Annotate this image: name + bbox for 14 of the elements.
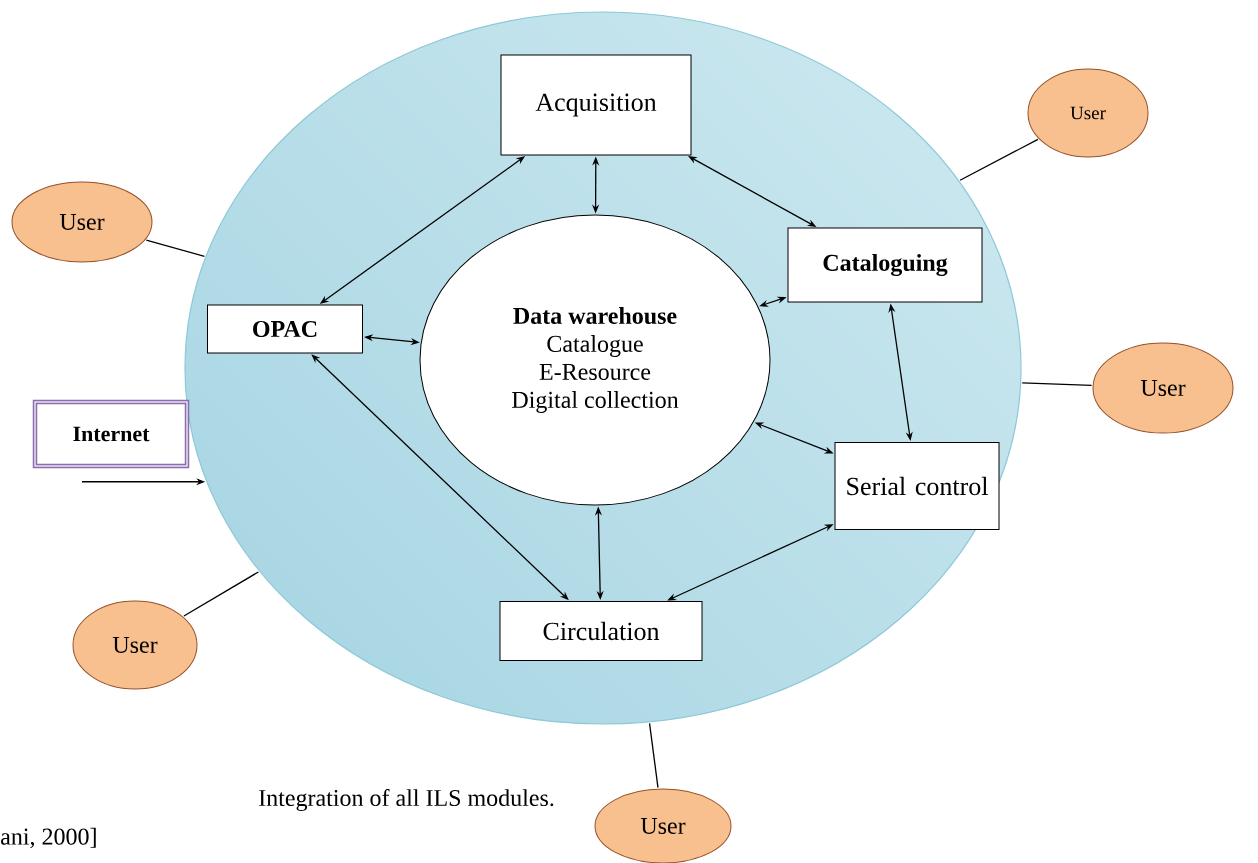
- ring-ellipse: [184, 11, 1022, 725]
- connector-line: [145, 239, 206, 257]
- module-box: Cataloguing: [787, 227, 983, 303]
- caption-text: Integration of all ILS modules.: [259, 789, 554, 812]
- source-box: Internet: [32, 399, 190, 469]
- module-box: Circulation: [499, 601, 703, 661]
- module-box: Acquisition: [500, 54, 692, 156]
- caption-text: ani, 2000]: [1, 827, 96, 849]
- connector-line: [959, 138, 1039, 181]
- module-box: OPAC: [207, 304, 363, 354]
- module-box: Serial control: [834, 442, 1000, 530]
- connector-line: [648, 722, 659, 789]
- connector-line: [183, 571, 260, 617]
- connector-line: [1021, 382, 1093, 387]
